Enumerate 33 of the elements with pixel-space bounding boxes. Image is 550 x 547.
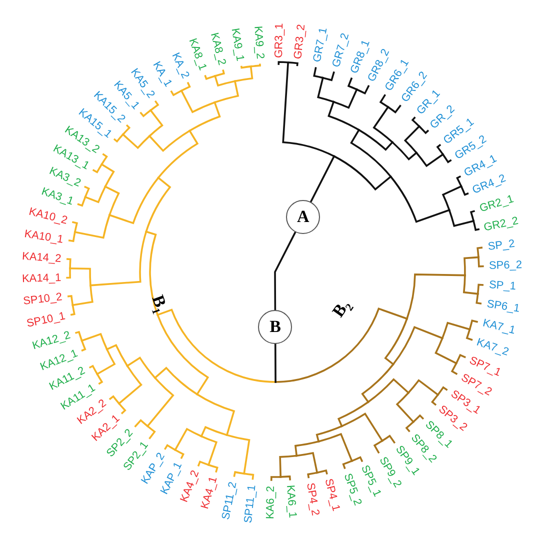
leaf-label: SP5_2 — [341, 472, 364, 507]
circle-node: B — [258, 310, 292, 344]
connector-line — [274, 232, 296, 310]
leaf-label: SP10_1 — [26, 310, 67, 330]
leaf-label: KA14_1 — [22, 272, 62, 285]
leaf-label: SP11_1 — [242, 484, 258, 524]
leaf-label: GR2_2 — [483, 214, 520, 234]
leaf-label: KA10_1 — [24, 228, 64, 246]
leaf-label: KA6_2 — [264, 486, 278, 520]
leaf-label: SP4_2 — [304, 482, 321, 517]
leaf-label: KA12_2 — [31, 328, 72, 352]
leaf-label: KA3_1 — [39, 186, 75, 208]
leaf-label: KA10_2 — [28, 206, 69, 227]
leaf-label: GR3_2 — [292, 24, 308, 60]
leaf-label: KA7_1 — [481, 317, 516, 337]
leaf-label: KA7_2 — [475, 336, 511, 358]
leaf-label: SP11_2 — [220, 480, 239, 521]
leaf-label: KA4_1 — [199, 476, 220, 511]
leaf-label: SP6_1 — [486, 298, 520, 316]
leaf-label: SP4_1 — [322, 478, 342, 513]
leaf-label: GR3_1 — [272, 23, 286, 58]
leaf-label: GR7_2 — [330, 32, 352, 68]
leaf-label: KA9_2 — [251, 25, 266, 59]
leaf-label: KA8_2 — [208, 31, 228, 66]
leaf-label: SP_1 — [488, 279, 516, 293]
leaf-label: SP10_2 — [22, 291, 64, 308]
leaf-label: SP6_2 — [488, 259, 522, 272]
leaf-label: KA6_1 — [284, 485, 299, 519]
leaf-label: GR7_1 — [311, 26, 330, 64]
circle-node: A — [286, 200, 320, 234]
leaf-label: SP_2 — [486, 238, 515, 253]
leaf-label: KA9_1 — [229, 27, 246, 62]
leaf-label: KA14_2 — [22, 250, 62, 265]
